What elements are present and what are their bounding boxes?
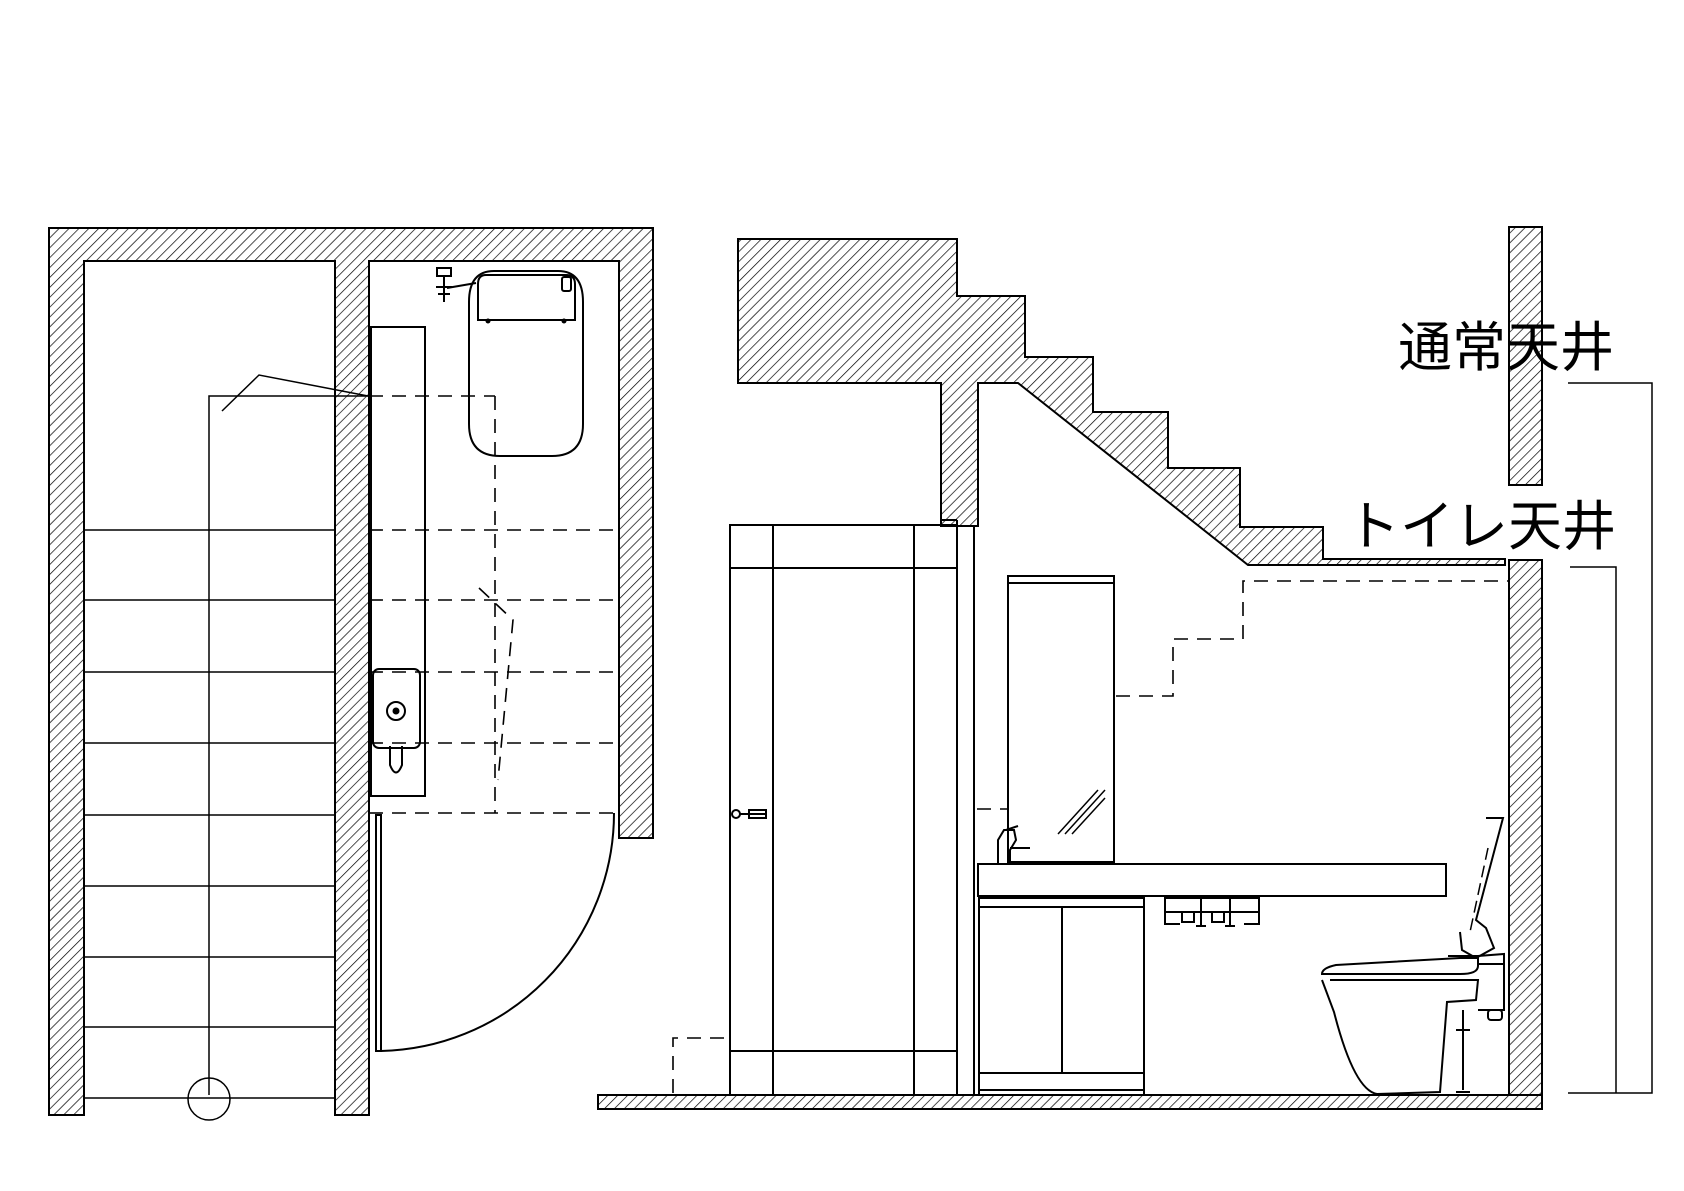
section-right-wall-upper: [1508, 226, 1543, 486]
floor-plan: [48, 227, 654, 1121]
section-counter: [977, 863, 1447, 897]
section-view: 通常天井 トイレ天井: [597, 226, 1653, 1110]
section-mirror-cabinet: [1007, 575, 1115, 863]
toilet-ceiling-label: トイレ天井: [1346, 495, 1616, 558]
normal-ceiling-dimension: [1568, 382, 1653, 1094]
stair-start-circle: [187, 1077, 231, 1121]
plan-door: [375, 812, 615, 1052]
plan-faucet: [372, 668, 421, 774]
stair-walk-line: [208, 395, 369, 1095]
section-faucet: [997, 825, 1030, 864]
plan-counter: [370, 326, 426, 797]
section-right-wall-lower: [1508, 559, 1543, 1109]
section-door: [729, 519, 958, 1096]
section-toilet: [1320, 817, 1505, 1096]
section-floor: [597, 1094, 1543, 1110]
plan-toilet: [468, 270, 584, 457]
stair-treads: [84, 529, 335, 1099]
plan-hidden-lines: [369, 395, 619, 814]
section-stair-structure: [737, 238, 1506, 566]
plan-outer-wall: [48, 227, 654, 1116]
toilet-ceiling-dimension: [1570, 566, 1617, 1093]
section-vanity-cabinet: [978, 897, 1145, 1096]
normal-ceiling-label: 通常天井: [1398, 316, 1614, 379]
section-valves: [1164, 897, 1260, 927]
break-mark: [221, 374, 369, 412]
plan-valve: [436, 267, 477, 302]
ceiling-dimension-lines: [1568, 382, 1653, 1094]
section-hidden-lines: [672, 580, 1510, 1093]
